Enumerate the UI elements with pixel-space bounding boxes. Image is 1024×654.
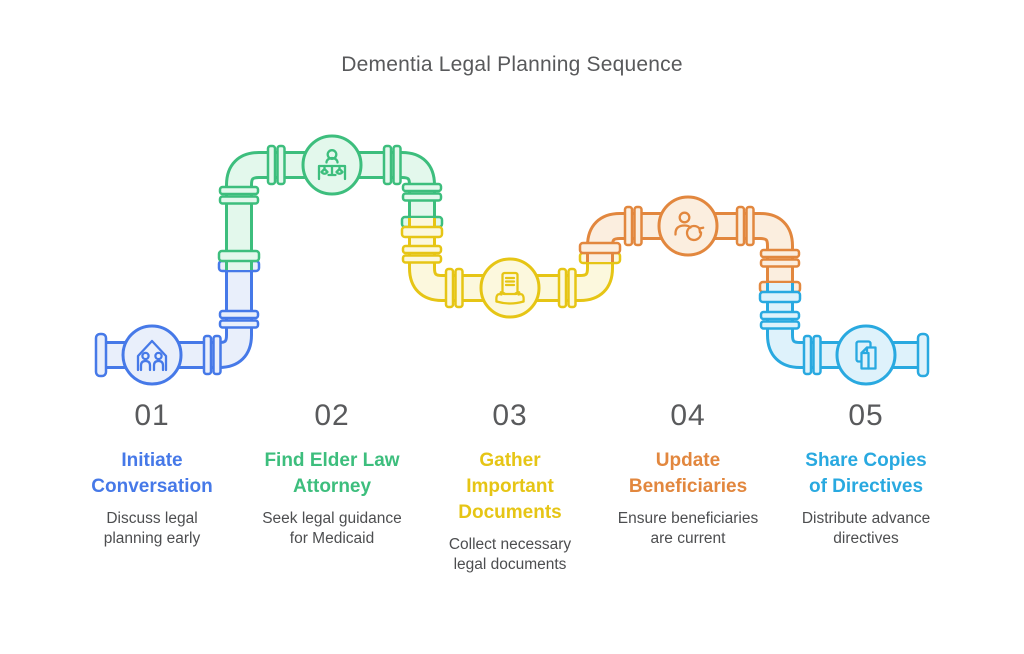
pipe-flange [812, 334, 822, 376]
pipe-flange [444, 267, 455, 309]
step-column-3: 03 Gather Important Documents Collect ne… [410, 399, 610, 575]
pipe-flange [392, 144, 402, 186]
step-description: Seek legal guidance for Medicaid [262, 510, 402, 547]
pipe-flange [202, 334, 213, 376]
pipe-segment-5 [758, 283, 930, 378]
pipe-junction-band [217, 249, 261, 263]
family-home-icon [136, 339, 168, 372]
pipe-flange [759, 320, 801, 330]
node-4 [657, 195, 719, 257]
step-description: Discuss legal planning early [103, 510, 201, 547]
step-description: Ensure beneficiaries are current [617, 510, 759, 547]
pipe [769, 283, 920, 366]
step-number: 04 [670, 399, 706, 432]
step-title: Update Beneficiaries [628, 450, 748, 497]
node-3 [479, 257, 541, 319]
node-2 [301, 134, 363, 196]
pipe-flange [218, 195, 260, 205]
step-description: Collect necessary legal documents [448, 536, 572, 573]
step-description: Distribute advance directives [801, 510, 931, 547]
step-column-1: 01 Initiate Conversation Discuss legal p… [52, 399, 252, 549]
step-number: 03 [492, 399, 528, 432]
attorney-scales-icon [317, 149, 347, 181]
pipe-flange [218, 309, 260, 320]
pipe-end-cap [916, 332, 930, 378]
pipe-flange [454, 267, 464, 309]
node-circle [479, 257, 541, 319]
step-title: Find Elder Law Attorney [264, 450, 400, 497]
pipe-flange [802, 334, 813, 376]
step-title: Gather Important Documents [458, 450, 562, 523]
node-1 [121, 324, 183, 386]
pipe-segment-1 [94, 252, 261, 378]
pipe-flange [382, 144, 393, 186]
pipe-flange [567, 267, 577, 309]
pipe-flange [401, 182, 443, 193]
pipe-flange [276, 144, 286, 186]
pipe-flange [759, 310, 801, 321]
step-number: 02 [314, 399, 350, 432]
pipe-flange [212, 334, 222, 376]
step-number: 05 [848, 399, 884, 432]
step-column-4: 04 Update Beneficiaries Ensure beneficia… [588, 399, 788, 549]
pipe-flange [557, 267, 568, 309]
step-column-5: 05 Share Copies of Directives Distribute… [766, 399, 966, 549]
pipe-flange [218, 319, 260, 329]
step-title: Share Copies of Directives [805, 450, 927, 497]
pipe-flange [623, 205, 634, 247]
pipe-end-cap [94, 332, 108, 378]
document-hands-icon [495, 271, 525, 305]
person-refresh-icon [674, 211, 705, 242]
node-5 [835, 324, 897, 386]
pipe-junction-band [758, 290, 802, 304]
pipe-flange [759, 248, 801, 259]
pipe-flange [266, 144, 277, 186]
pipe-flange [633, 205, 643, 247]
step-title: Initiate Conversation [91, 450, 213, 497]
step-column-2: 02 Find Elder Law Attorney Seek legal gu… [232, 399, 432, 549]
pipe-flange [745, 205, 755, 247]
pipe-flange [401, 244, 443, 255]
node-circle [121, 324, 183, 386]
pipe-junction-band [578, 241, 622, 255]
pipe-flange [735, 205, 746, 247]
document-copies-icon [855, 340, 877, 370]
pipe-flange [218, 185, 260, 196]
pipe-flange [759, 258, 801, 268]
pipe-junction-band [400, 225, 444, 239]
page-title: Dementia Legal Planning Sequence [341, 53, 683, 76]
pipe-flange [401, 192, 443, 202]
step-number: 01 [134, 399, 170, 432]
pipe-flange [401, 254, 443, 264]
